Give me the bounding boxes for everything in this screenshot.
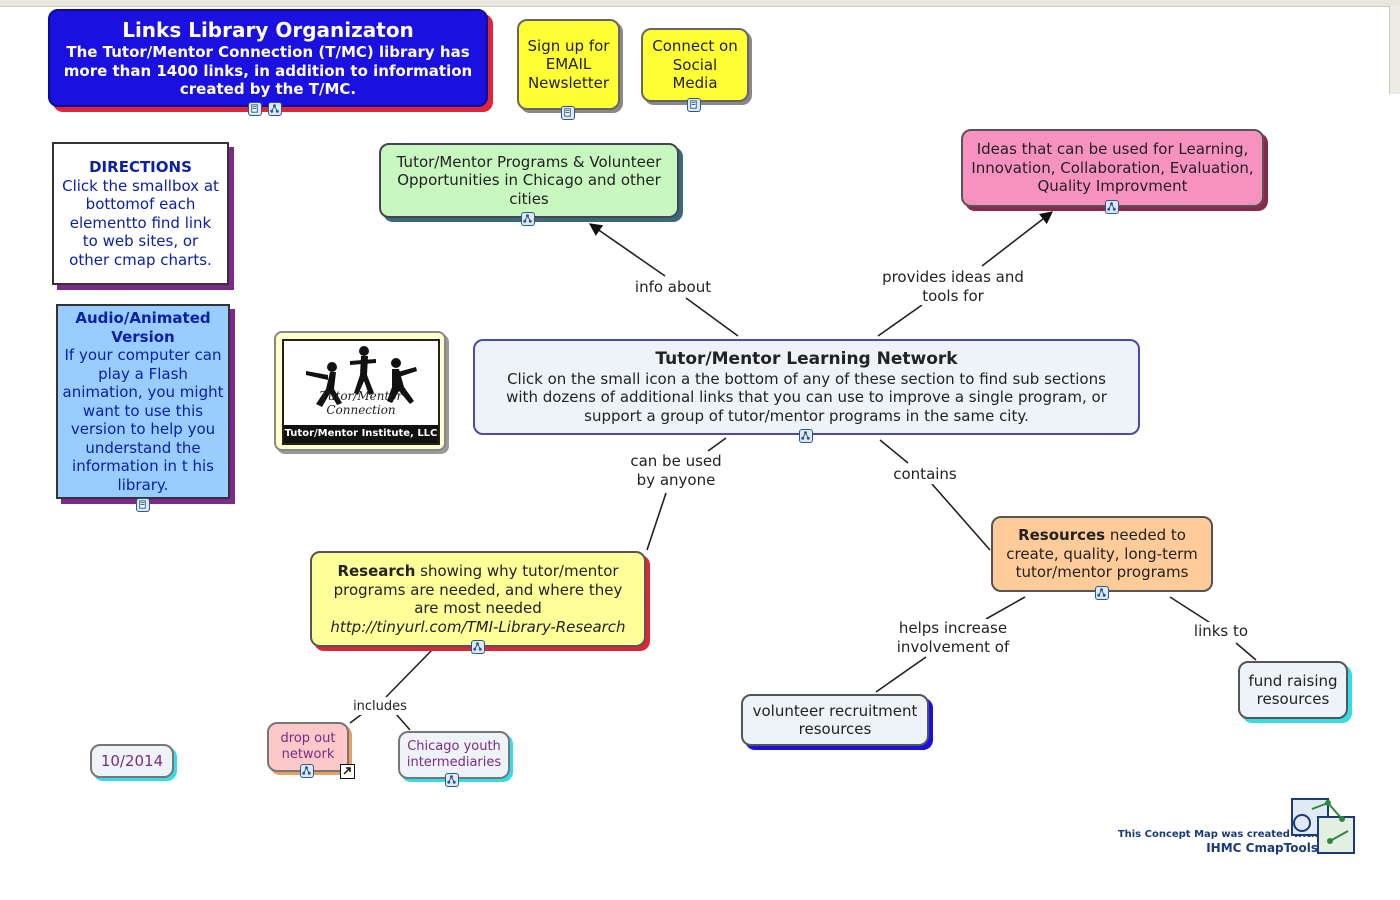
link-can-be-used: can be used by anyone (626, 452, 726, 489)
link-info-about: info about (630, 278, 716, 297)
title-description: The Tutor/Mentor Connection (T/MC) libra… (63, 43, 473, 99)
logo-image: Tutor/Mentor Connection Tutor/Mentor Ins… (282, 339, 440, 445)
signup-node[interactable]: Sign up for EMAIL Newsletter (517, 19, 620, 110)
cmap-link-icon[interactable] (268, 102, 282, 116)
directions-heading: DIRECTIONS (89, 158, 192, 176)
ideas-node[interactable]: Ideas that can be used for Learning, Inn… (961, 129, 1264, 207)
cmaptools-logo-icon (1291, 798, 1355, 854)
audio-node[interactable]: Audio/Animated Version If your computer … (56, 304, 230, 499)
research-bold: Research (337, 562, 416, 580)
cmaptools-logo (1290, 797, 1356, 857)
window-top-border (0, 0, 1400, 7)
research-body: showing why tutor/mentor programs are ne… (333, 562, 623, 617)
center-title: Tutor/Mentor Learning Network (655, 348, 958, 369)
signup-label: Sign up for EMAIL Newsletter (527, 36, 610, 92)
programs-node[interactable]: Tutor/Mentor Programs & Volunteer Opport… (379, 143, 679, 218)
credit-line1: This Concept Map was created with (1117, 829, 1318, 840)
chicago-node[interactable]: Chicago youth intermediaries (398, 731, 510, 779)
title-node: Links Library Organizaton The Tutor/Ment… (48, 9, 488, 107)
resources-bold: Resources (1018, 526, 1106, 545)
document-icon[interactable] (561, 106, 575, 120)
mentor-figures-icon (306, 346, 417, 407)
resources-text: Resources needed to create, quality, lon… (1001, 526, 1203, 582)
research-node[interactable]: Research showing why tutor/mentor progra… (310, 551, 646, 647)
cmap-link-icon[interactable] (471, 640, 485, 654)
ideas-label: Ideas that can be used for Learning, Inn… (971, 140, 1254, 196)
social-node[interactable]: Connect on Social Media (641, 28, 749, 102)
external-link-icon[interactable] (340, 764, 355, 779)
fundraising-node[interactable]: fund raising resources (1238, 661, 1348, 719)
link-helps: helps increase involvement of (888, 619, 1018, 656)
directions-body: Click the smallbox at bottomof each elem… (62, 176, 219, 269)
date-node: 10/2014 (90, 744, 174, 778)
link-includes: includes (350, 699, 410, 715)
logo-caption: Tutor/Mentor Institute, LLC (284, 425, 438, 443)
social-label: Connect on Social Media (652, 37, 738, 93)
resources-body: needed to create, quality, long-term tut… (1006, 526, 1198, 582)
center-body: Click on the small icon a the bottom of … (506, 369, 1107, 425)
date-label: 10/2014 (100, 751, 164, 770)
link-provides: provides ideas and tools for (876, 268, 1030, 305)
fundraising-label: fund raising resources (1248, 671, 1338, 709)
logo-name: Tutor/Mentor Connection (319, 389, 403, 417)
programs-label: Tutor/Mentor Programs & Volunteer Opport… (396, 152, 662, 208)
volunteer-node[interactable]: volunteer recruitment resources (741, 694, 929, 746)
chicago-label: Chicago youth intermediaries (406, 739, 502, 770)
logo-frame: Tutor/Mentor Connection Tutor/Mentor Ins… (274, 331, 446, 451)
volunteer-label: volunteer recruitment resources (752, 701, 918, 739)
audio-heading: Audio/Animated Version (75, 309, 211, 346)
cmap-link-icon[interactable] (1105, 200, 1119, 214)
dropout-label: drop out network (280, 731, 336, 762)
cmap-link-icon[interactable] (521, 212, 535, 226)
center-node[interactable]: Tutor/Mentor Learning Network Click on t… (473, 339, 1140, 435)
research-url[interactable]: http://tinyurl.com/TMI-Library-Research (330, 617, 626, 636)
cmap-link-icon[interactable] (300, 764, 314, 778)
cmap-link-icon[interactable] (445, 773, 459, 787)
vertical-scrollbar[interactable] (1389, 6, 1400, 94)
title-heading: Links Library Organizaton (122, 18, 414, 43)
cmap-link-icon[interactable] (799, 429, 813, 443)
link-links-to: links to (1188, 622, 1254, 641)
document-icon[interactable] (248, 102, 262, 116)
research-text: Research showing why tutor/mentor progra… (320, 562, 636, 618)
dropout-node[interactable]: drop out network (267, 722, 349, 772)
resources-node[interactable]: Resources needed to create, quality, lon… (991, 516, 1213, 592)
cmap-link-icon[interactable] (1095, 586, 1109, 600)
link-contains: contains (886, 465, 964, 484)
audio-body: If your computer can play a Flash animat… (62, 346, 224, 494)
document-icon[interactable] (687, 98, 701, 112)
cmaptools-credit: This Concept Map was created with IHMC C… (1060, 828, 1318, 856)
directions-node: DIRECTIONS Click the smallbox at bottomo… (52, 142, 229, 285)
credit-line2: IHMC CmapTools (1206, 841, 1318, 855)
document-icon[interactable] (136, 498, 150, 512)
